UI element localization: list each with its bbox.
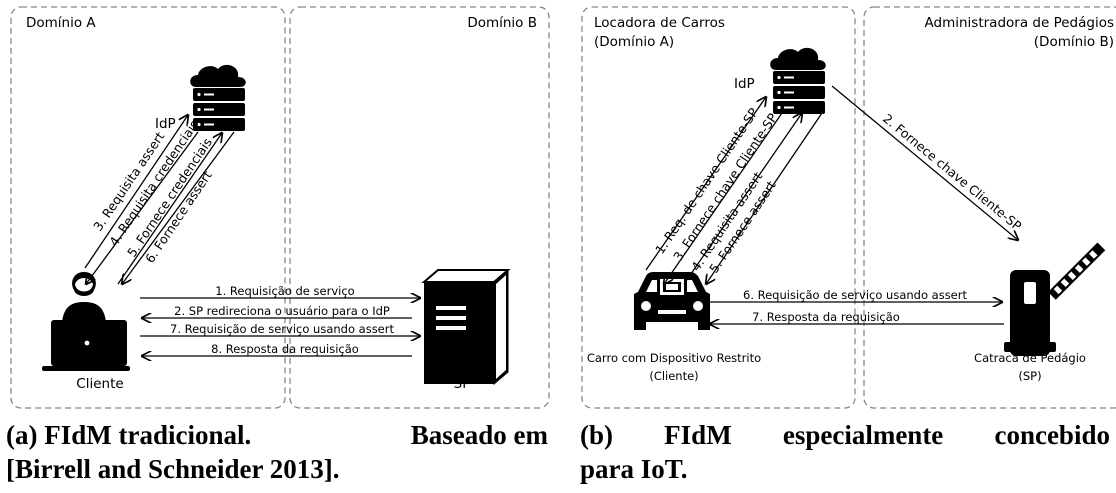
caption-b-word-3: especialmente	[782, 420, 944, 450]
sp-label: SP	[454, 376, 471, 392]
domain-a-label: Domínio A	[26, 15, 96, 31]
caption-b-word-1: (b)	[580, 420, 613, 450]
arrow-4	[86, 131, 199, 284]
toll-gate-icon	[1004, 242, 1106, 356]
caption-b: (b) FIdM especialmente concebido para Io…	[580, 418, 1110, 486]
sp-server-icon	[421, 268, 511, 386]
toll-domain-label-2: (Domínio B)	[1034, 34, 1114, 50]
idp-server-icon-b	[770, 47, 826, 114]
caption-a: (a) FIdM tradicional. Baseado em [Birrel…	[6, 418, 548, 486]
caption-a-line-1: (a) FIdM tradicional. Baseado em	[6, 418, 548, 452]
idp-label: IdP	[155, 116, 176, 132]
msg-b-2: 2. Fornece chave Cliente-SP	[880, 111, 1025, 234]
arrow-b-5	[706, 112, 823, 284]
arrow-b-1	[645, 97, 766, 271]
idp-label-b: IdP	[734, 76, 755, 92]
msg-b-6: 6. Requisição de serviço usando assert	[743, 288, 967, 302]
toll-domain-box	[863, 6, 1116, 409]
msg-a-2: 2. SP redireciona o usuário para o IdP	[174, 304, 390, 318]
caption-b-line-2: para IoT.	[580, 454, 688, 484]
domain-b-label: Domínio B	[467, 15, 537, 31]
msg-a-1: 1. Requisição de serviço	[215, 284, 354, 298]
msg-a-7: 7. Requisição de serviço usando assert	[170, 322, 394, 336]
domain-a-box	[10, 6, 286, 409]
rental-domain-label-2: (Domínio A)	[594, 34, 674, 50]
msg-b-7: 7. Resposta da requisição	[752, 310, 900, 324]
arrow-5	[117, 133, 222, 285]
caption-a-title: (a) FIdM tradicional.	[6, 420, 252, 450]
toll-domain-label-1: Administradora de Pedágios	[925, 15, 1114, 31]
msg-a-8: 8. Resposta da requisição	[211, 342, 359, 356]
caption-b-word-2: FIdM	[664, 420, 732, 450]
client-user-icon	[42, 272, 130, 371]
caption-b-line-1: (b) FIdM especialmente concebido	[580, 418, 1110, 452]
toll-label-1: Catraca de Pedágio	[974, 351, 1086, 365]
caption-b-word-4: concebido	[994, 420, 1110, 450]
toll-label-2: (SP)	[1018, 369, 1041, 383]
rental-domain-box	[581, 6, 856, 409]
domain-b-box	[289, 6, 550, 409]
car-label-2: (Cliente)	[649, 369, 698, 383]
arrow-b-2	[831, 85, 1018, 240]
caption-a-based-on: Baseado em	[410, 420, 548, 450]
caption-a-reference: [Birrell and Schneider 2013].	[6, 454, 340, 484]
arrow-3	[84, 115, 188, 269]
arrow-b-3	[664, 112, 783, 284]
idp-server-icon	[190, 64, 246, 131]
car-icon	[634, 272, 710, 330]
arrow-6	[122, 131, 235, 284]
rental-domain-label-1: Locadora de Carros	[594, 15, 725, 31]
arrow-b-4	[683, 113, 802, 285]
client-label: Cliente	[76, 376, 123, 392]
car-label-1: Carro com Dispositivo Restrito	[587, 351, 761, 365]
